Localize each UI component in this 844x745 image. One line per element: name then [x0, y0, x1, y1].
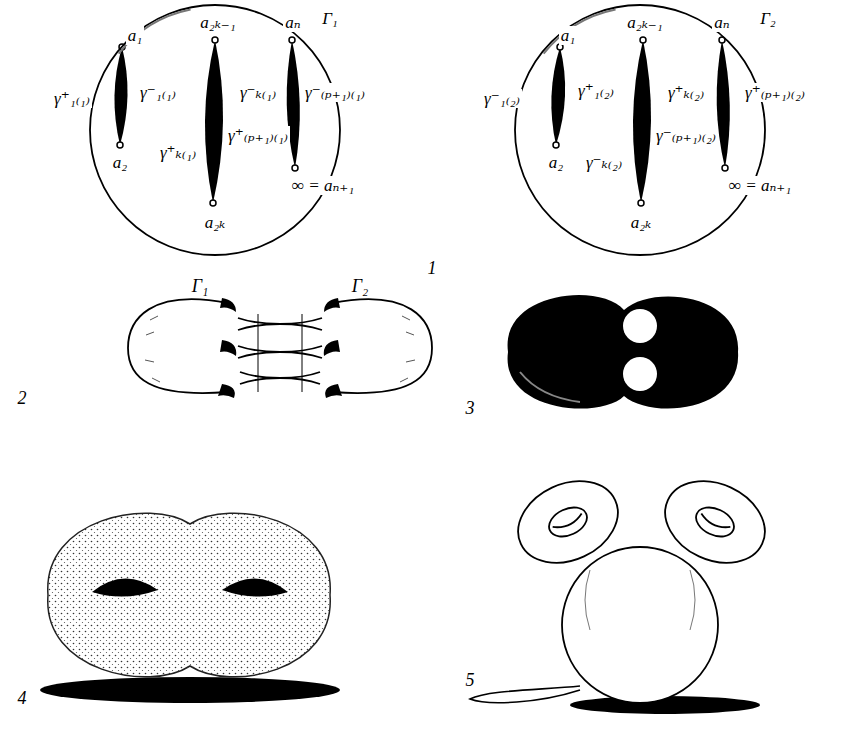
point-label: ∞ = aₙ₊₁	[727, 176, 793, 195]
point-label: γ⁺₁₍₁₎	[52, 89, 92, 108]
figure-number: 4	[16, 688, 29, 708]
cut-slits	[114, 37, 299, 206]
point-label: γ⁺₍ₚ₊₁₎₍₂₎	[743, 83, 807, 102]
point-label: γ⁺₍ₚ₊₁₎₍₁₎	[226, 126, 290, 145]
figure-number: 5	[464, 670, 477, 690]
point-label: ∞ = aₙ₊₁	[290, 176, 356, 195]
point-label: aₙ	[283, 13, 302, 32]
point-label: γ⁻ₖ₍₂₎	[584, 153, 624, 172]
point-label: a₂ₖ₋₁	[198, 13, 238, 32]
figure-number: 3	[464, 398, 477, 418]
point-label: a₂ₖ₋₁	[625, 13, 665, 32]
point-label: γ⁻₍ₚ₊₁₎₍₁₎	[303, 83, 367, 102]
point-label: aₙ	[712, 13, 731, 32]
point-label: γ⁺₁₍₂₎	[576, 81, 616, 100]
sheet-name: Γ₂	[350, 276, 371, 296]
sheet-name: Γ₁	[190, 276, 211, 296]
point-label: γ⁺ₖ₍₁₎	[158, 143, 198, 162]
black-double-torus	[508, 295, 739, 409]
riemann-sheet: Γ₂ a₁ γ⁻₁₍₂₎ γ⁺₁₍₂₎ a₂ a₂ₖ₋₁ γ⁻ₖ₍₂₎ γ⁺ₖ₍₂₎ a₂ₖ aₙ…	[470, 0, 840, 262]
point-label: a₂	[111, 153, 129, 172]
cut-slits	[551, 37, 729, 206]
figure-number: 1	[426, 258, 439, 278]
point-label: γ⁺ₖ₍₂₎	[666, 83, 706, 102]
point-label: γ⁻ₖ₍₁₎	[238, 83, 278, 102]
cut-edges	[218, 298, 342, 398]
riemann-sheet: Γ₁ a₁ γ⁺₁₍₁₎ γ⁻₁₍₁₎ a₂ a₂ₖ₋₁ γ⁺ₖ₍₁₎ γ⁻ₖ₍₁₎ a₂ₖ aₙ…	[40, 0, 400, 262]
cut-sheets	[128, 299, 432, 393]
point-label: a₂ₖ	[629, 213, 654, 232]
point-label: a₂	[547, 153, 565, 172]
point-label: a₁	[559, 26, 577, 45]
point-label: γ⁻₍ₚ₊₁₎₍₂₎	[654, 126, 718, 145]
point-label: a₂ₖ	[203, 213, 228, 232]
dotted-double-torus	[40, 513, 340, 703]
point-label: γ⁻₁₍₁₎	[138, 83, 178, 102]
figure-number: 2	[16, 388, 29, 408]
point-label: a₁	[126, 26, 144, 45]
sphere-with-handles	[470, 466, 778, 714]
sheet-name: Γ₁	[320, 9, 340, 28]
point-label: γ⁻₁₍₂₎	[482, 89, 522, 108]
sheet-name: Γ₂	[758, 9, 778, 28]
